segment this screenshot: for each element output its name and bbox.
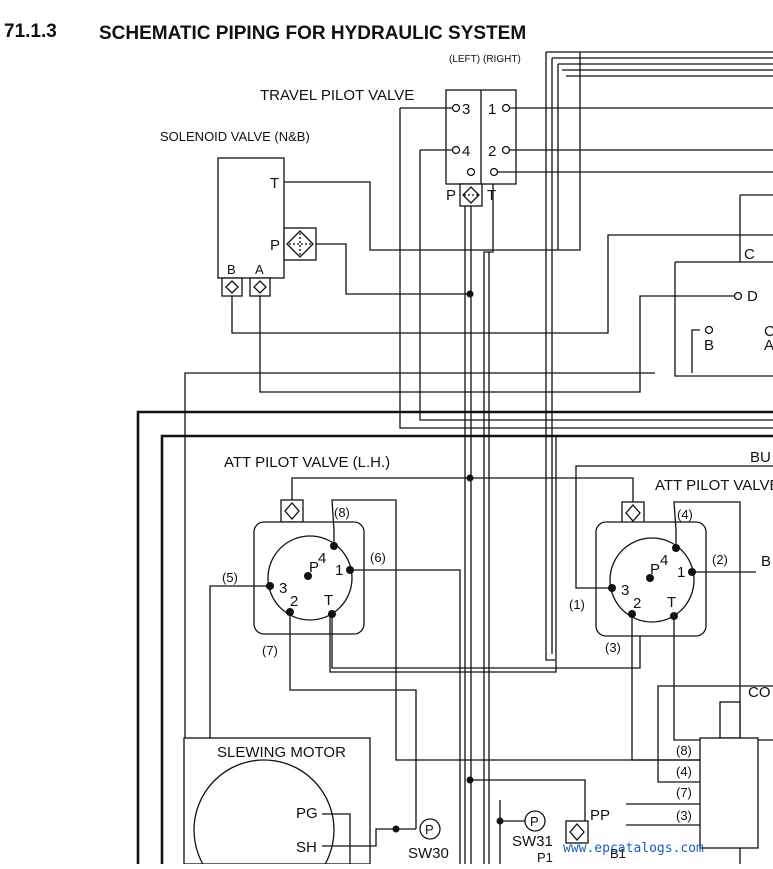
right-label: (RIGHT) [483, 54, 521, 65]
port-p: P [446, 187, 456, 204]
att-rh-port-1: 1 [677, 564, 685, 581]
edge-label-b: B [761, 553, 771, 570]
edge-label-co: CO [748, 684, 771, 701]
left-label: (LEFT) [449, 54, 480, 65]
solenoid-valve: SOLENOID VALVE (N&B) T P B A [160, 129, 317, 297]
att-pilot-valve-rh: BU ATT PILOT VALVE P 4 1 3 2 T (4) (2) (… [569, 449, 773, 655]
connector-body [699, 737, 759, 849]
slewing-motor-body [193, 759, 335, 869]
port-t: T [487, 187, 496, 204]
att-lh-filter-icon [284, 502, 300, 520]
b1-label: B1 [610, 846, 626, 861]
att-rh-line-1: (1) [569, 597, 585, 612]
connector-line-7: (7) [676, 785, 692, 800]
att-lh-port-1: 1 [335, 562, 343, 579]
att-lh-port-p: P [309, 559, 319, 576]
slewing-motor-title: SLEWING MOTOR [217, 744, 346, 761]
att-pilot-rh-title: ATT PILOT VALVE [655, 477, 773, 494]
att-lh-port-3: 3 [279, 580, 287, 597]
att-rh-filter-icon [625, 504, 641, 522]
connector-line-3: (3) [676, 808, 692, 823]
solenoid-port-a: A [255, 262, 264, 277]
sw30-pressure-switch-icon [419, 818, 441, 840]
p1-label: P1 [537, 850, 553, 864]
sw30-p-symbol: P [425, 822, 434, 837]
port-3: 3 [462, 101, 470, 118]
sw31-label: SW31 [512, 833, 553, 850]
section-number: 71.1.3 [4, 21, 57, 42]
block-port-c: C [744, 246, 755, 263]
sw30-label: SW30 [408, 845, 449, 862]
right-control-block: C D B C A [674, 194, 773, 377]
slewing-port-sh: SH [296, 839, 317, 856]
block-port-c2: C [764, 323, 773, 340]
att-lh-port-2: 2 [290, 593, 298, 610]
connector-line-4: (4) [676, 764, 692, 779]
att-rh-line-4: (4) [677, 507, 693, 522]
port-4: 4 [462, 143, 470, 160]
port-1: 1 [488, 101, 496, 118]
filter-icon [462, 186, 480, 204]
att-rh-line-3: (3) [605, 640, 621, 655]
att-lh-line-5: (5) [222, 570, 238, 585]
att-rh-port-3: 3 [621, 582, 629, 599]
pp-filter-icon [569, 823, 585, 841]
slewing-motor: SLEWING MOTOR PG SH [183, 737, 416, 869]
solenoid-port-p: P [270, 237, 280, 254]
solenoid-filter-icon [286, 230, 314, 258]
att-lh-line-6: (6) [370, 550, 386, 565]
sw31-p-symbol: P [530, 814, 539, 829]
att-rh-port-4: 4 [660, 552, 668, 569]
travel-pilot-valve-title: TRAVEL PILOT VALVE [260, 87, 414, 104]
watermark: www.epcatalogs.com [563, 841, 704, 856]
slewing-port-pg: PG [296, 805, 318, 822]
att-pilot-lh-title: ATT PILOT VALVE (L.H.) [224, 454, 390, 471]
att-rh-port-p: P [650, 561, 660, 578]
att-rh-port-t: T [667, 594, 676, 611]
att-pilot-valve-lh: ATT PILOT VALVE (L.H.) P 4 1 3 2 T (8) (… [222, 454, 390, 658]
att-rh-port-2: 2 [633, 595, 641, 612]
block-port-d: D [747, 288, 758, 305]
block-port-b: B [704, 337, 714, 354]
connector-block: CO (8) (4) (7) (3) [590, 684, 773, 849]
att-lh-line-8: (8) [334, 505, 350, 520]
port-2: 2 [488, 143, 496, 160]
travel-pilot-valve: (LEFT) (RIGHT) TRAVEL PILOT VALVE 3 4 1 … [260, 54, 521, 207]
pressure-switches: P SW30 P SW31 PP P1 B1 [392, 779, 626, 865]
solenoid-valve-body [217, 157, 285, 279]
connector-line-8: (8) [676, 743, 692, 758]
solenoid-valve-title: SOLENOID VALVE (N&B) [160, 129, 310, 144]
att-lh-port-t: T [324, 592, 333, 609]
att-lh-line-7: (7) [262, 643, 278, 658]
block-port-a: A [764, 337, 773, 354]
att-lh-port-4: 4 [318, 550, 326, 567]
slewing-motor-frame [183, 737, 371, 865]
pp-label: PP [590, 807, 610, 824]
solenoid-port-b: B [227, 262, 236, 277]
page-title: SCHEMATIC PIPING FOR HYDRAULIC SYSTEM [99, 23, 526, 44]
edge-label-bu: BU [750, 449, 771, 466]
att-rh-line-2: (2) [712, 552, 728, 567]
solenoid-port-t: T [270, 175, 279, 192]
sw31-pressure-switch-icon [524, 810, 546, 832]
